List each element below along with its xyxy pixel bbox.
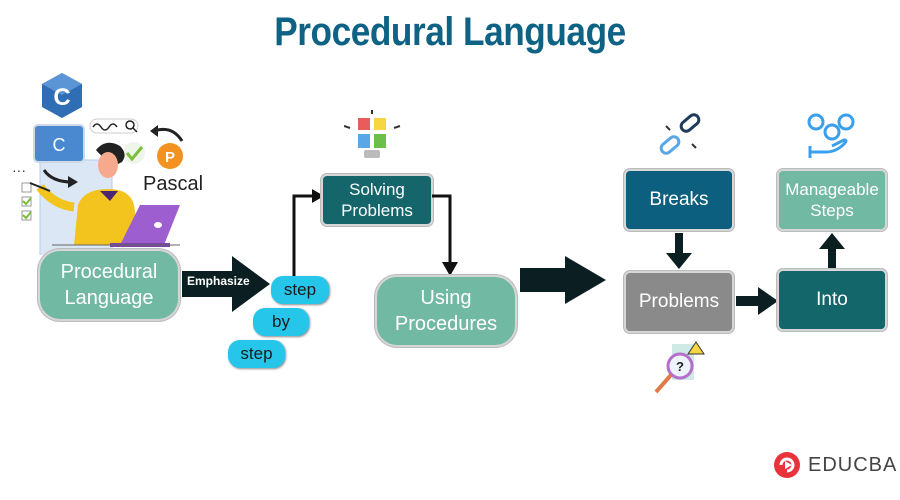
pascal-logo-icon: P [157, 143, 183, 169]
arrow-into-to-manageable [819, 233, 845, 269]
using-procedures-node: Using Procedures [375, 275, 517, 347]
svg-text:C: C [53, 84, 70, 111]
puzzle-lightbulb-icon [344, 110, 401, 158]
curved-arrow-icon [153, 127, 184, 142]
connector-arrow-down [432, 194, 458, 276]
using-procedures-line1: Using [420, 287, 472, 309]
magnifier-question-icon: ? [654, 341, 705, 394]
pascal-label: Pascal [143, 173, 203, 195]
connector-arrow-up [292, 189, 324, 276]
svg-text:P: P [165, 149, 175, 166]
educba-name: EDUCBA [808, 453, 898, 476]
cpp-logo-icon: C [42, 73, 82, 118]
using-procedures-line2: Procedures [394, 313, 498, 335]
solving-problems-line1: Solving [349, 179, 405, 199]
programmer-illustration: C C P Pascal ··· [12, 73, 203, 255]
problems-node: Problems [624, 271, 734, 333]
search-icon [89, 118, 139, 134]
arrow-problems-to-into [736, 287, 778, 315]
into-node: Into [777, 269, 887, 331]
page-title: Procedural Language [274, 10, 626, 54]
emphasize-label: Emphasize [187, 274, 250, 288]
breaks-label: Breaks [649, 188, 709, 210]
step-pill-1: step [271, 276, 329, 304]
by-pill: by [253, 308, 309, 336]
svg-text:C: C [53, 135, 66, 155]
big-right-arrow [520, 256, 606, 304]
procedural-language-node: Procedural Language [38, 249, 180, 321]
svg-text:?: ? [676, 359, 684, 374]
manageable-steps-line1: Manageable [785, 179, 879, 199]
solving-problems-node: Solving Problems [321, 174, 433, 226]
manageable-steps-line2: Steps [810, 201, 854, 220]
procedural-language-line1: Procedural [60, 261, 158, 283]
c-card-icon: C [33, 124, 85, 163]
into-label: Into [816, 288, 848, 310]
gears-hand-icon [807, 113, 855, 158]
breaks-node: Breaks [624, 169, 734, 231]
step-pill-2: step [228, 340, 285, 368]
educba-logo: EDUCBA [772, 450, 897, 480]
procedural-language-line2: Language [64, 287, 154, 309]
solving-problems-line2: Problems [341, 201, 413, 220]
educba-logo-icon [774, 452, 800, 478]
arrow-breaks-to-problems [666, 233, 692, 269]
problems-label: Problems [638, 290, 720, 312]
checkmark-icon [123, 142, 145, 164]
manageable-steps-node: Manageable Steps [777, 169, 887, 231]
broken-link-icon [659, 113, 701, 155]
svg-text:···: ··· [12, 162, 26, 178]
emphasize-arrow [182, 256, 270, 312]
